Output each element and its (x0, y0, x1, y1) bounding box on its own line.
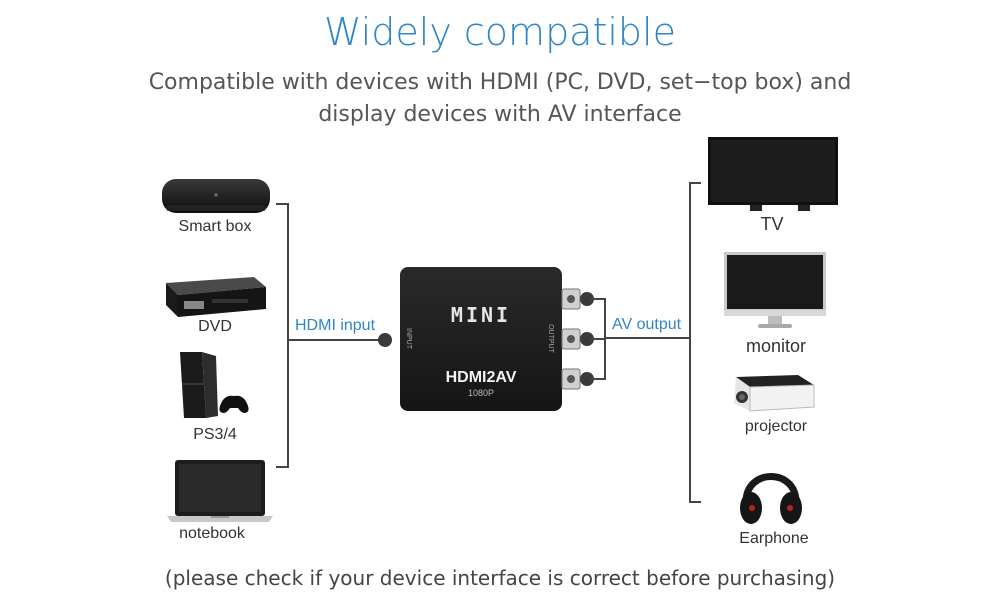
projector-icon (734, 375, 815, 412)
input-port-label: INPUT (405, 328, 412, 349)
device-brand: MINI (450, 303, 512, 327)
av-output-label: AV output (612, 316, 682, 333)
rca-output-ports (561, 288, 581, 390)
device-resolution: 1080P (467, 388, 495, 398)
game-console-icon (180, 352, 249, 418)
subtitle-line-2: display devices with AV interface (318, 102, 682, 127)
headphones-icon (740, 473, 802, 524)
output-port-label: OUTPUT (546, 324, 554, 353)
device-label-ps: PS3/4 (193, 426, 237, 443)
av-output-dot-2 (580, 332, 594, 346)
device-label-projector: projector (744, 418, 808, 435)
hdmi-input-label: HDMI input (295, 317, 376, 334)
device-label-earphone: Earphone (739, 530, 809, 547)
smart-box-icon (162, 179, 270, 213)
page-title: Widely compatible (323, 10, 676, 54)
device-label-dvd: DVD (198, 318, 232, 335)
device-label-smart-box: Smart box (178, 218, 252, 235)
laptop-icon (167, 460, 273, 522)
purchase-note: (please check if your device interface i… (164, 566, 836, 590)
hdmi-input-connector-dot (378, 333, 392, 347)
av-output-dot-1 (580, 292, 594, 306)
device-label-tv: TV (760, 214, 784, 234)
monitor-icon (724, 252, 826, 328)
subtitle-line-1: Compatible with devices with HDMI (PC, D… (148, 70, 852, 95)
hdmi2av-converter: MINI HDMI2AV 1080P INPUT OUTPUT (400, 267, 562, 411)
tv-icon (708, 137, 838, 211)
dvd-player-icon (166, 277, 266, 317)
device-label-notebook: notebook (179, 525, 245, 542)
device-label-monitor: monitor (745, 336, 807, 356)
device-model: HDMI2AV (445, 369, 517, 386)
av-output-dot-3 (580, 372, 594, 386)
